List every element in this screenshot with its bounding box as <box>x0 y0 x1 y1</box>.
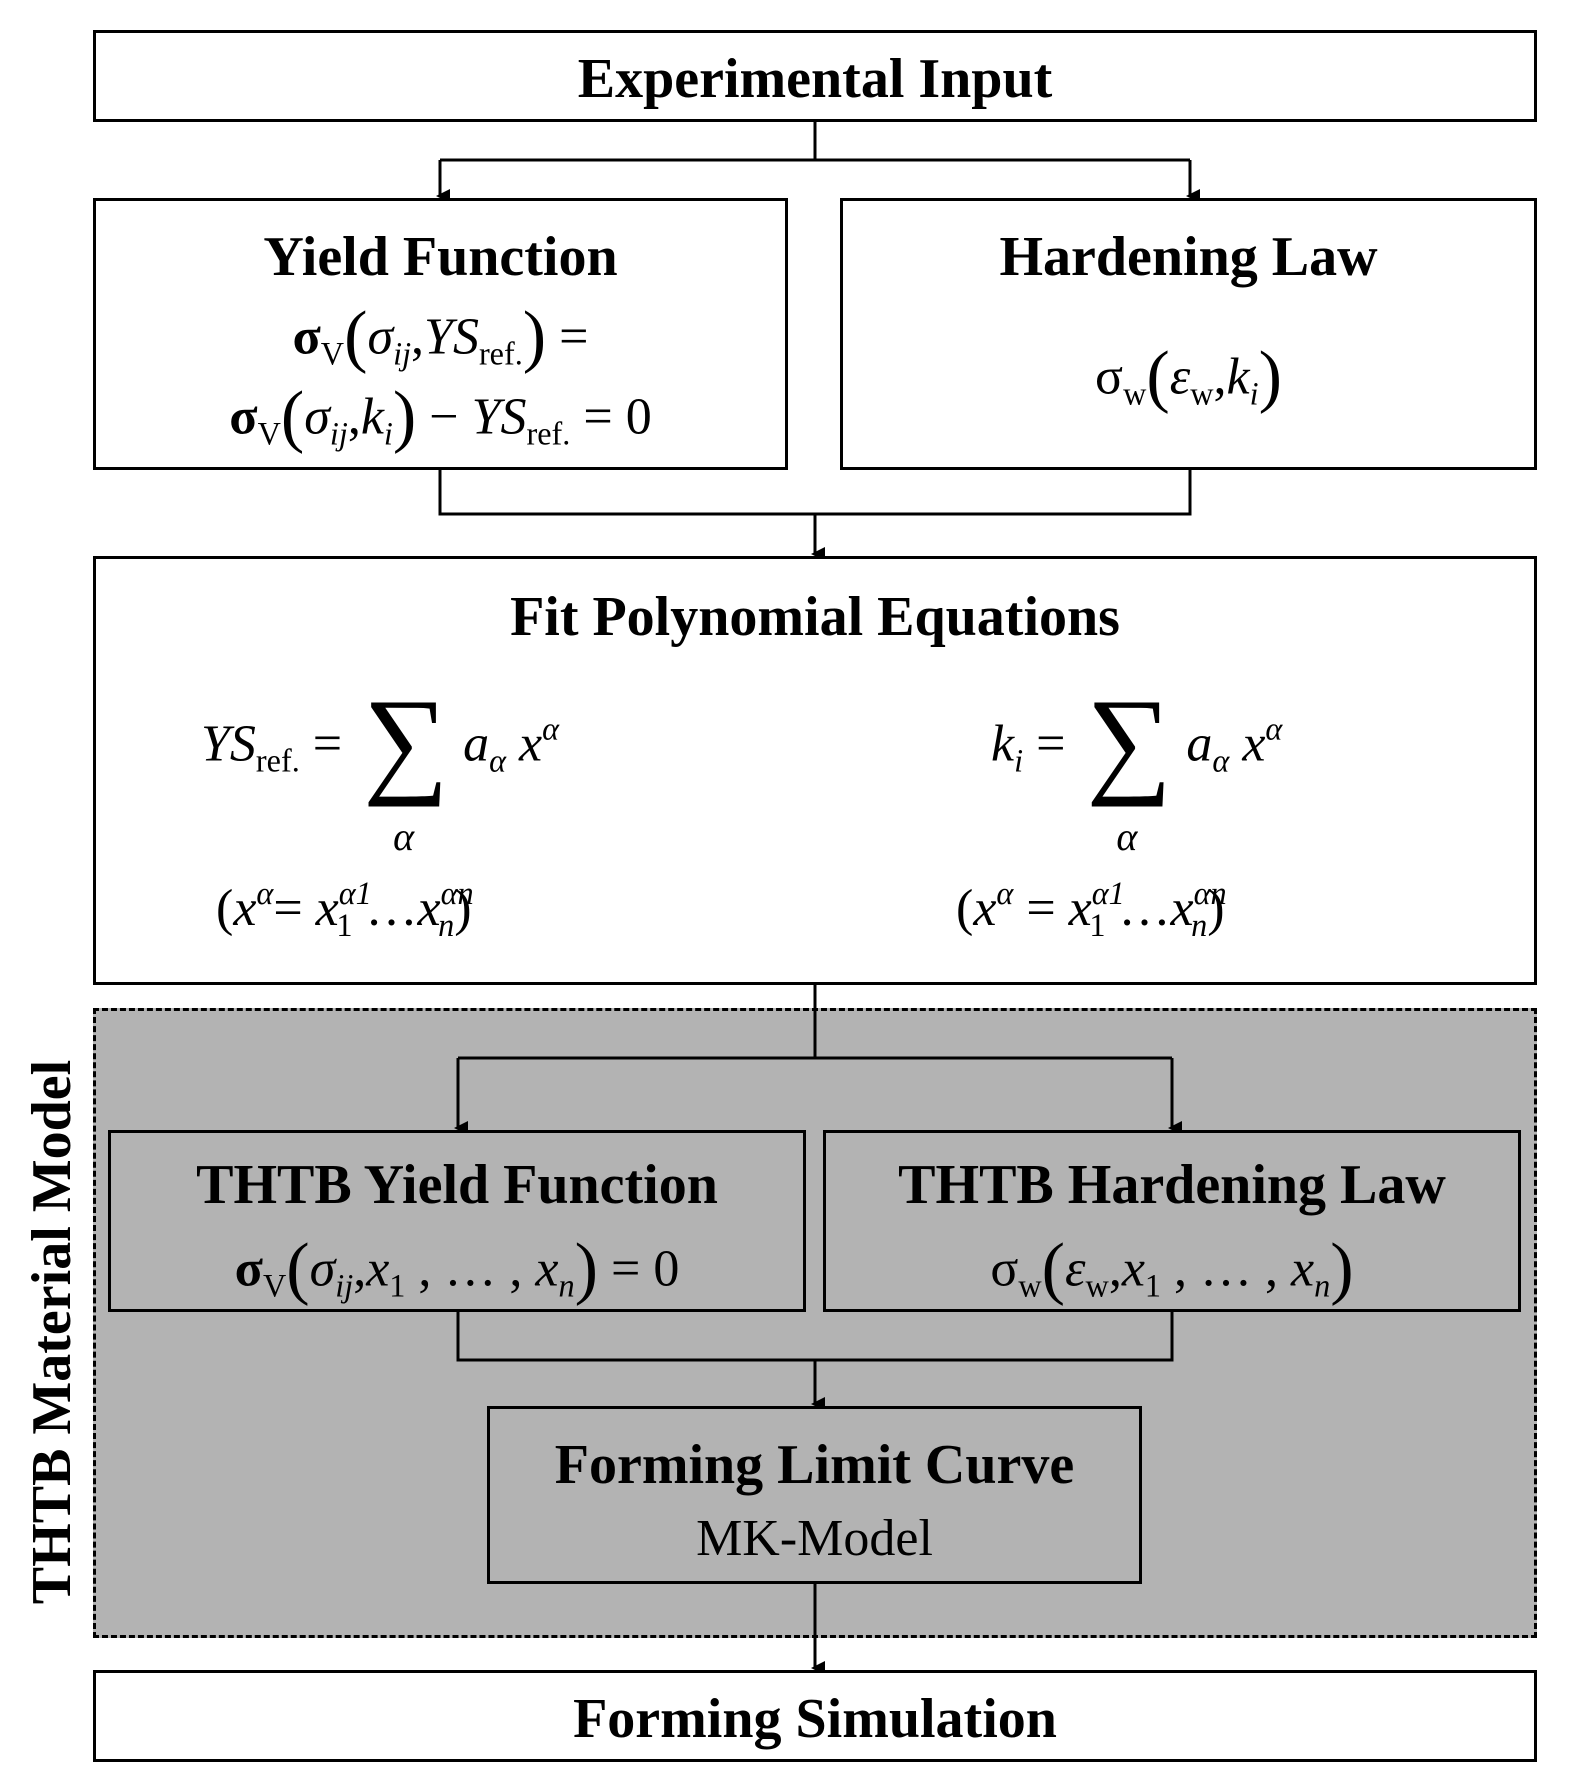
flc-title: Forming Limit Curve <box>554 1434 1075 1496</box>
edge-merge-flc <box>456 1312 1174 1362</box>
yield-function-title: Yield Function <box>263 226 618 288</box>
node-forming-limit-curve: Forming Limit Curve MK-Model <box>487 1406 1142 1584</box>
hardening-law-eq: σw(εw,ki) <box>1095 337 1282 415</box>
node-yield-function: Yield Function σV(σij,YSref.) = σV(σij,k… <box>93 198 788 470</box>
yield-function-eq-line2: σV(σij,ki) − YSref. = 0 <box>229 377 652 455</box>
thtb-yield-title: THTB Yield Function <box>196 1154 718 1216</box>
sum-symbol-right: ∑α <box>1086 674 1172 859</box>
node-thtb-hardening-law: THTB Hardening Law σw(εw,x1 , … , xn) <box>823 1130 1521 1312</box>
fit-eq-right-note: (xα = xα11 …xαnn) <box>956 875 1227 944</box>
node-hardening-law: Hardening Law σw(εw,ki) <box>840 198 1537 470</box>
edge-fit-split <box>458 985 1172 1060</box>
fit-eq-left-note: (xα= xα11 …xαnn) <box>216 875 474 944</box>
fit-polynomial-title: Fit Polynomial Equations <box>510 586 1120 648</box>
edge-merge-fit <box>438 470 1192 516</box>
node-experimental-input: Experimental Input <box>93 30 1537 122</box>
node-forming-simulation: Forming Simulation <box>93 1670 1537 1762</box>
flc-subtitle: MK-Model <box>696 1510 933 1567</box>
node-thtb-yield-function: THTB Yield Function σV(σij,x1 , … , xn) … <box>108 1130 806 1312</box>
experimental-input-title: Experimental Input <box>577 48 1053 110</box>
edge-input-split <box>440 122 1190 162</box>
thtb-yield-eq: σV(σij,x1 , … , xn) = 0 <box>234 1229 680 1307</box>
thtb-hardening-eq: σw(εw,x1 , … , xn) <box>990 1229 1354 1307</box>
yield-function-eq-line1: σV(σij,YSref.) = <box>292 297 589 375</box>
sum-symbol-left: ∑α <box>363 674 449 859</box>
hardening-law-title: Hardening Law <box>999 226 1378 288</box>
thtb-hardening-title: THTB Hardening Law <box>898 1154 1446 1216</box>
forming-simulation-title: Forming Simulation <box>573 1688 1057 1750</box>
